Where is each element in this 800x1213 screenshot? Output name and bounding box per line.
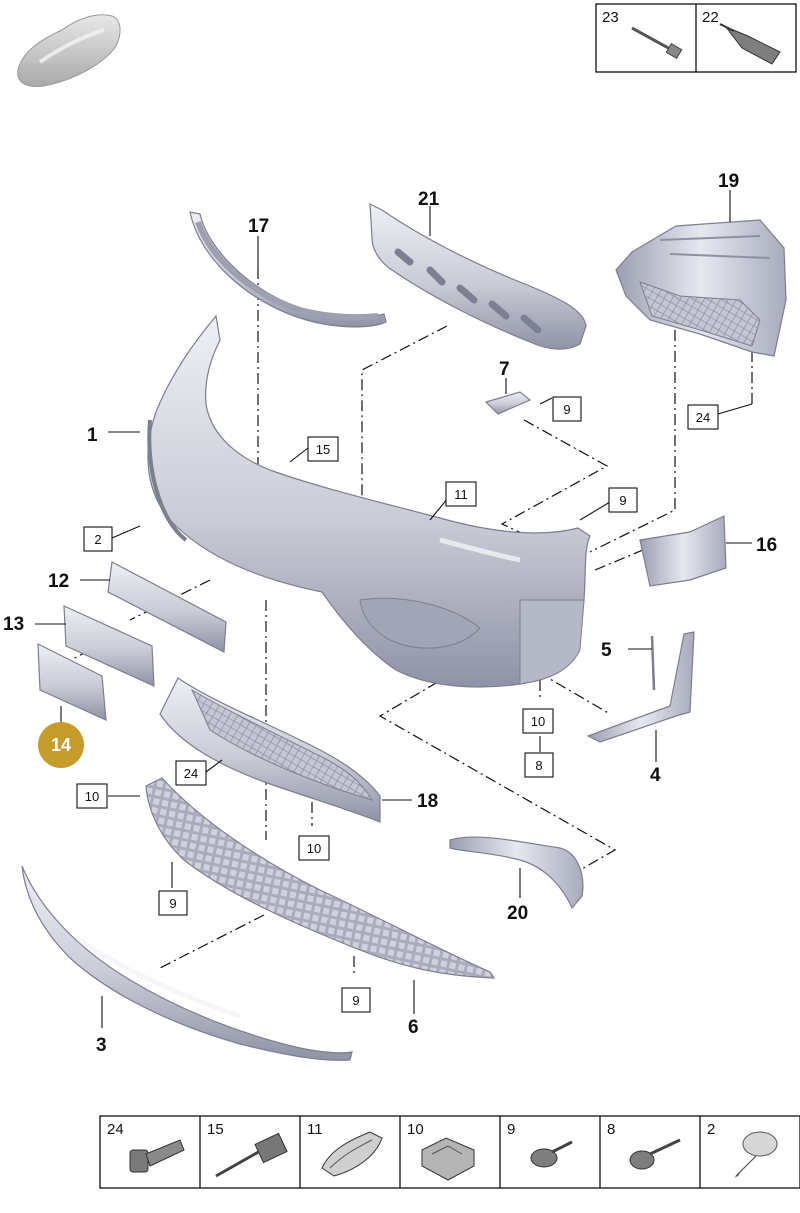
boxed-callout: 11 [445,481,477,507]
licence-plate-bracket [107,561,227,653]
svg-text:10: 10 [85,789,99,804]
licence-plate-carrier [63,605,155,687]
top-legend: 23 22 [595,3,797,73]
sealant-cartridge-icon [719,23,781,65]
boxed-callout: 2 [83,526,113,552]
svg-text:24: 24 [184,766,198,781]
legend-number: 24 [107,1121,124,1138]
svg-text:9: 9 [352,993,359,1008]
boxed-callout: 10 [298,835,330,861]
callout-number: 17 [248,216,269,237]
legend-number: 22 [702,9,719,26]
callout-number: 12 [48,571,69,592]
svg-text:11: 11 [454,487,468,502]
leader-lines [35,190,753,1028]
callout-number: 13 [3,614,24,635]
front-grid-grille [145,777,496,979]
boxed-callout: 10 [522,708,554,734]
boxed-callout: 9 [552,396,582,422]
side-trim-strip [449,836,584,910]
highlighted-callout-number: 14 [51,735,71,755]
spring-clip-icon [321,1131,383,1177]
upper-grille-strip [189,211,387,328]
callout-number: 21 [418,189,440,210]
boxed-callouts: 2 9 9 9 9 10 10 10 8 11 15 24 24 [76,396,719,1013]
svg-text:24: 24 [696,410,710,425]
highlighted-callout[interactable]: 14 [38,722,84,768]
callout-number: 5 [601,640,612,661]
callout-number: 20 [507,903,528,924]
callout-number: 7 [499,359,510,380]
svg-text:10: 10 [531,714,545,729]
expanding-rivet-icon [215,1132,288,1178]
boxed-callout: 9 [341,987,371,1013]
impact-absorber [369,202,587,350]
boxed-callout: 9 [158,890,188,916]
mounting-bracket [484,391,532,415]
side-trim-bracket [639,515,727,587]
svg-text:8: 8 [535,758,542,773]
car-silhouette-icon [17,14,121,87]
boxed-callout: 24 [687,404,719,430]
legend-number: 10 [407,1121,424,1138]
front-spoiler-lip [21,865,353,1061]
bumper-cover [147,314,591,688]
callout-number: 1 [87,425,98,446]
licence-plate-mount [37,643,107,721]
legend-number: 15 [207,1121,224,1138]
boxed-callout: 8 [524,752,554,778]
lower-grille [159,677,381,823]
svg-text:2: 2 [94,532,101,547]
legend-number: 23 [602,9,619,26]
trim-strip [650,635,656,691]
callout-number: 4 [650,765,661,786]
boxed-callout: 15 [307,436,339,462]
flange-screw-icon [629,1138,681,1170]
boxed-callout: 9 [608,487,638,513]
callout-number: 3 [96,1035,107,1056]
svg-text:9: 9 [563,402,570,417]
pin-icon [631,26,683,60]
boxed-callout: 10 [76,783,108,809]
side-air-duct [615,219,787,357]
boxed-callout: 24 [175,760,207,786]
plug-cap-icon [734,1131,778,1178]
svg-text:9: 9 [169,896,176,911]
legend-number: 8 [607,1121,615,1138]
legend-number: 9 [507,1121,515,1138]
hex-bolt-icon [129,1139,185,1173]
callout-number: 19 [718,171,739,192]
bottom-legend: 24 15 11 10 9 8 2 [99,1115,800,1189]
sheet-nut-icon [421,1137,475,1181]
callout-number: 18 [417,791,438,812]
legend-number: 2 [707,1121,715,1138]
svg-text:10: 10 [307,841,321,856]
side-blade [586,631,695,743]
callout-number: 6 [408,1017,419,1038]
legend-number: 11 [307,1121,323,1138]
plastic-screw-icon [530,1140,573,1168]
svg-text:9: 9 [619,493,626,508]
svg-text:15: 15 [316,442,330,457]
callout-number: 16 [756,535,777,556]
